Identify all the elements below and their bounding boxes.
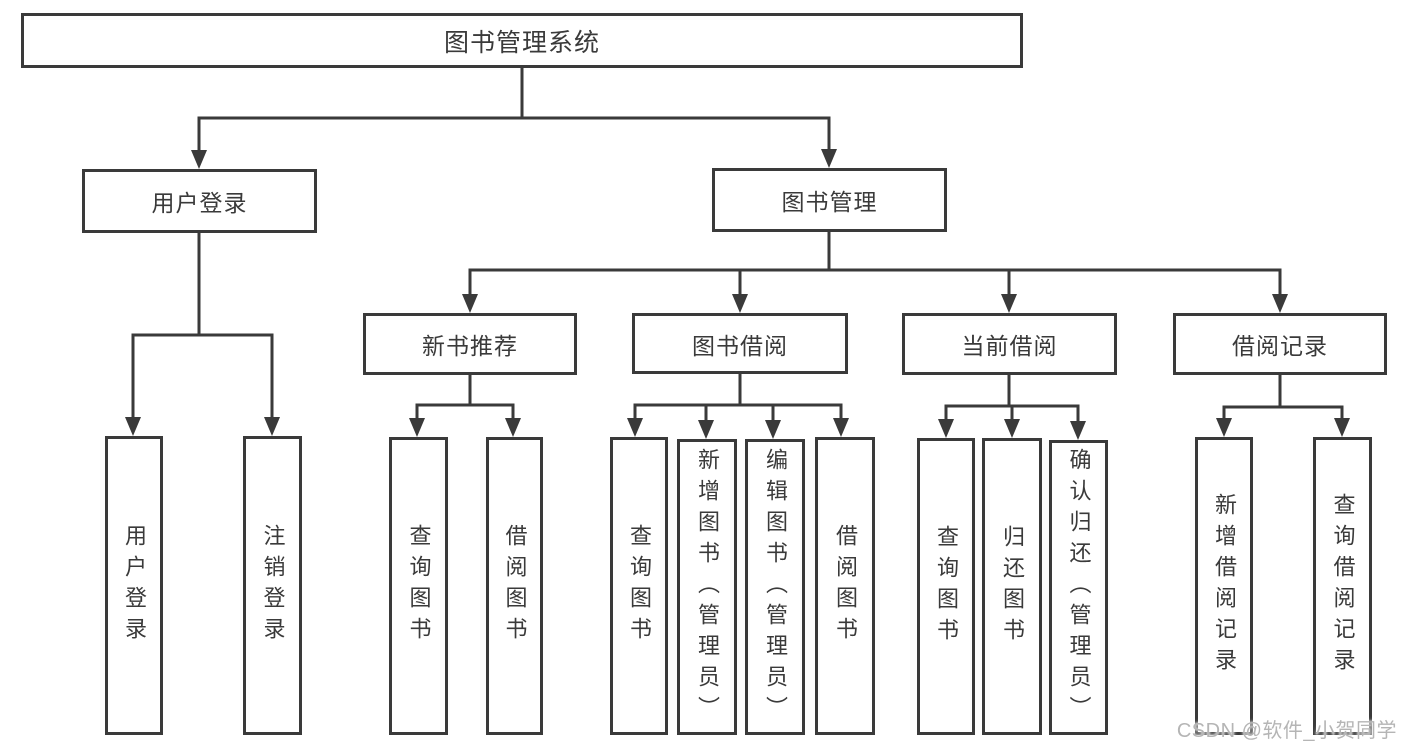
node-label: 图书管理 xyxy=(781,189,878,215)
node-new-book-recommend: 新书推荐 xyxy=(363,313,577,375)
leaf-borrow-add-book-admin: 新增图书（管理员） xyxy=(677,439,737,735)
leaf-label: 新增借阅记录 xyxy=(1212,493,1237,679)
node-label: 借阅记录 xyxy=(1232,333,1328,359)
csdn-watermark: CSDN @软件_小贺同学 xyxy=(1176,720,1397,742)
leaf-label: 借阅图书 xyxy=(833,524,858,648)
leaf-records-query-record: 查询借阅记录 xyxy=(1313,437,1372,735)
leaf-label: 查询图书 xyxy=(627,524,652,648)
leaf-label: 查询图书 xyxy=(406,524,432,648)
node-borrow-records: 借阅记录 xyxy=(1173,313,1387,375)
leaf-label: 用户登录 xyxy=(122,523,147,648)
leaf-label: 编辑图书（管理员） xyxy=(763,447,788,727)
leaf-current-return-book: 归还图书 xyxy=(982,438,1042,735)
leaf-newrec-borrow-book: 借阅图书 xyxy=(486,437,543,735)
node-label: 图书管理系统 xyxy=(443,28,600,57)
node-label: 用户登录 xyxy=(151,190,248,216)
node-current-borrow: 当前借阅 xyxy=(902,313,1117,375)
node-book-borrow: 图书借阅 xyxy=(632,313,848,374)
leaf-label: 查询借阅记录 xyxy=(1330,493,1356,679)
node-label: 图书借阅 xyxy=(692,332,788,359)
leaf-label: 查询图书 xyxy=(934,524,959,649)
leaf-label: 注销登录 xyxy=(260,523,286,648)
leaf-label: 归还图书 xyxy=(1000,524,1025,649)
leaf-label: 借阅图书 xyxy=(502,524,528,648)
leaf-label: 确认归还（管理员） xyxy=(1066,448,1092,727)
leaf-current-confirm-return-admin: 确认归还（管理员） xyxy=(1049,440,1108,735)
leaf-borrow-query-book: 查询图书 xyxy=(610,437,668,735)
node-library-management-system: 图书管理系统 xyxy=(21,13,1023,68)
leaf-label: 新增图书（管理员） xyxy=(695,447,720,727)
node-user-login: 用户登录 xyxy=(82,169,317,233)
leaf-newrec-query-book: 查询图书 xyxy=(389,437,448,735)
node-book-management: 图书管理 xyxy=(712,168,947,232)
leaf-current-query-book: 查询图书 xyxy=(917,438,975,735)
leaf-records-add-record: 新增借阅记录 xyxy=(1195,437,1253,735)
leaf-borrow-edit-book-admin: 编辑图书（管理员） xyxy=(745,439,805,735)
leaf-borrow-borrow-book: 借阅图书 xyxy=(815,437,875,735)
leaf-logout: 注销登录 xyxy=(243,436,302,735)
leaf-user-login: 用户登录 xyxy=(105,436,163,735)
node-label: 当前借阅 xyxy=(961,333,1058,359)
node-label: 新书推荐 xyxy=(422,333,518,359)
